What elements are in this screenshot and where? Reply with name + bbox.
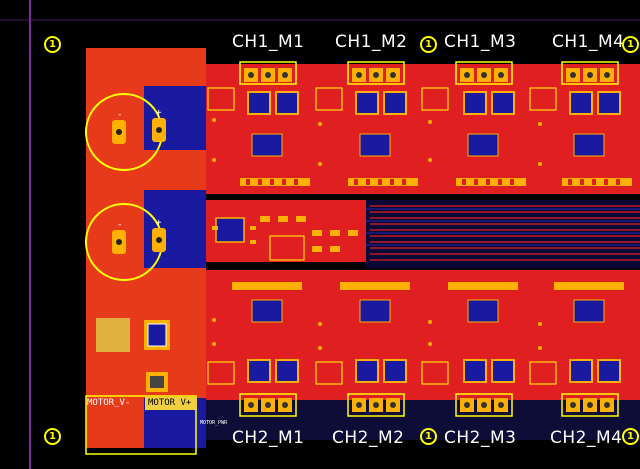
mounting-hole-number: 1 (425, 431, 432, 442)
mounting-hole-number: 1 (627, 39, 634, 50)
connector-pad-v-minus (96, 318, 130, 352)
ch2-driver-blocks (207, 282, 624, 417)
mounting-hole-number: 1 (49, 39, 56, 50)
mounting-hole-bottom-left[interactable]: 1 (44, 428, 61, 445)
ch1-m4-label: CH1_M4 (552, 32, 625, 52)
mounting-hole-bottom-center[interactable]: 1 (420, 428, 437, 445)
cap2-minus-sign: - (117, 220, 123, 230)
logic-components (212, 216, 358, 261)
vias (212, 118, 542, 350)
signal-traces (370, 205, 640, 261)
mounting-hole-number: 1 (627, 431, 634, 442)
cap1-minus-sign: - (117, 110, 123, 120)
ch1-m3-label: CH1_M3 (444, 32, 517, 52)
ch2-m4-label: CH2_M4 (550, 428, 623, 448)
mounting-hole-bottom-right[interactable]: 1 (622, 428, 639, 445)
mounting-hole-top-center[interactable]: 1 (420, 36, 437, 53)
ch1-m1-label: CH1_M1 (232, 32, 305, 52)
ch1-copper-plane (206, 64, 640, 194)
ch2-m3-label: CH2_M3 (444, 428, 517, 448)
cap1-plus-sign: + (156, 108, 162, 118)
mounting-hole-number: 1 (425, 39, 432, 50)
motor-pwr-label: MOTOR_PWR (200, 420, 228, 426)
ch2-m1-label: CH2_M1 (232, 428, 305, 448)
motor-v-plus-label: MOTOR V+ (148, 398, 192, 408)
mounting-hole-top-right[interactable]: 1 (622, 36, 639, 53)
cap2-plus-sign: + (156, 218, 162, 228)
ch2-m2-label: CH2_M2 (332, 428, 405, 448)
ch1-driver-blocks (207, 61, 632, 186)
mounting-hole-top-left[interactable]: 1 (44, 36, 61, 53)
mounting-hole-number: 1 (49, 431, 56, 442)
ch1-m2-label: CH1_M2 (335, 32, 408, 52)
motor-v-minus-label: MOTOR_V- (87, 398, 131, 408)
